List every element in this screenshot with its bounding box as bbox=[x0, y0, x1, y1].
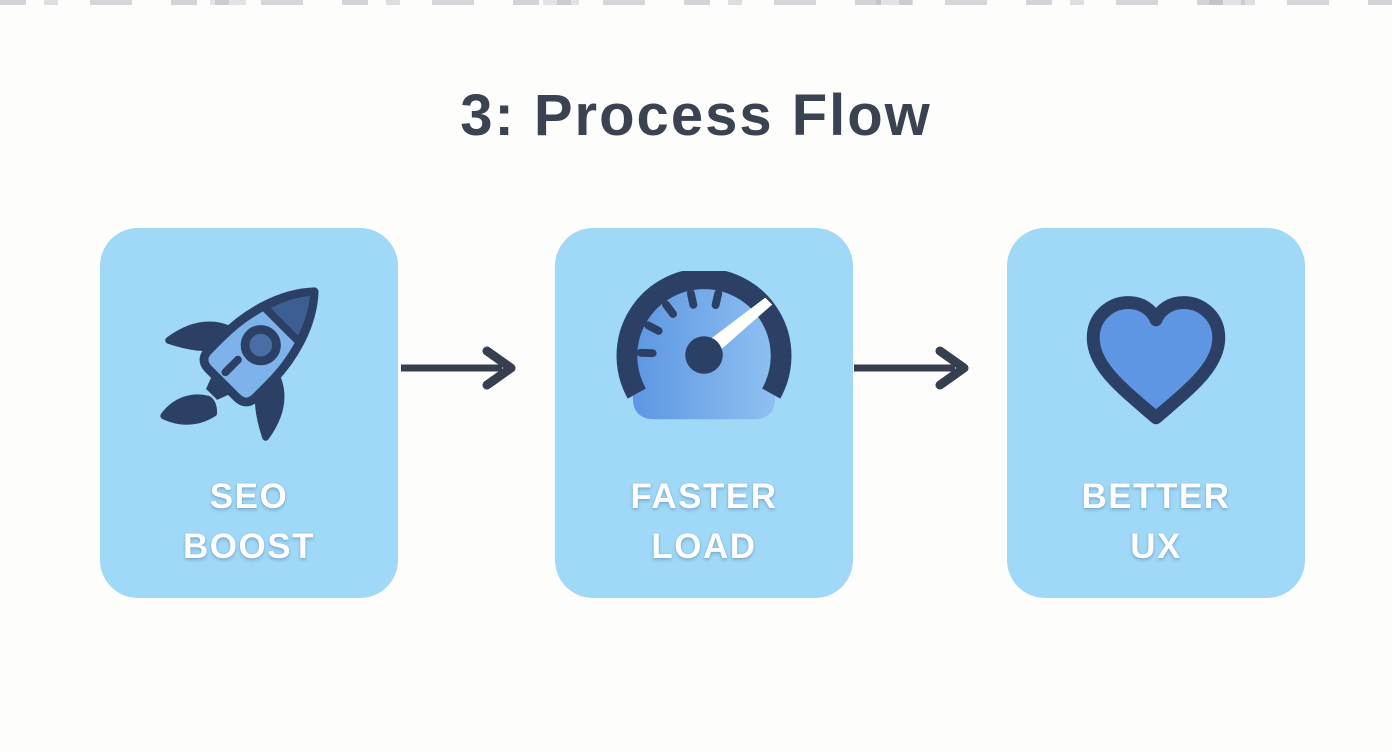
flow-step-label: BETTER UX bbox=[1007, 472, 1305, 572]
page-title: 3: Process Flow bbox=[460, 83, 932, 148]
heart-icon bbox=[1007, 246, 1305, 464]
label-line-1: BETTER bbox=[1081, 477, 1231, 516]
label-line-2: BOOST bbox=[183, 527, 315, 566]
label-line-2: LOAD bbox=[651, 527, 757, 566]
flow-step-label: FASTER LOAD bbox=[555, 472, 853, 572]
flow-step-better-ux: BETTER UX bbox=[1007, 228, 1305, 598]
arrow-right-icon bbox=[852, 346, 978, 390]
flow-step-seo-boost: SEO BOOST bbox=[100, 228, 398, 598]
label-line-1: FASTER bbox=[630, 477, 778, 516]
arrow-right-icon bbox=[399, 346, 525, 390]
label-line-2: UX bbox=[1130, 527, 1182, 566]
speedometer-icon bbox=[555, 246, 853, 464]
cropped-edge-artifact bbox=[0, 0, 1392, 5]
label-line-1: SEO bbox=[209, 477, 289, 516]
flow-step-label: SEO BOOST bbox=[100, 472, 398, 572]
rocket-icon bbox=[100, 246, 398, 464]
flow-step-faster-load: FASTER LOAD bbox=[555, 228, 853, 598]
